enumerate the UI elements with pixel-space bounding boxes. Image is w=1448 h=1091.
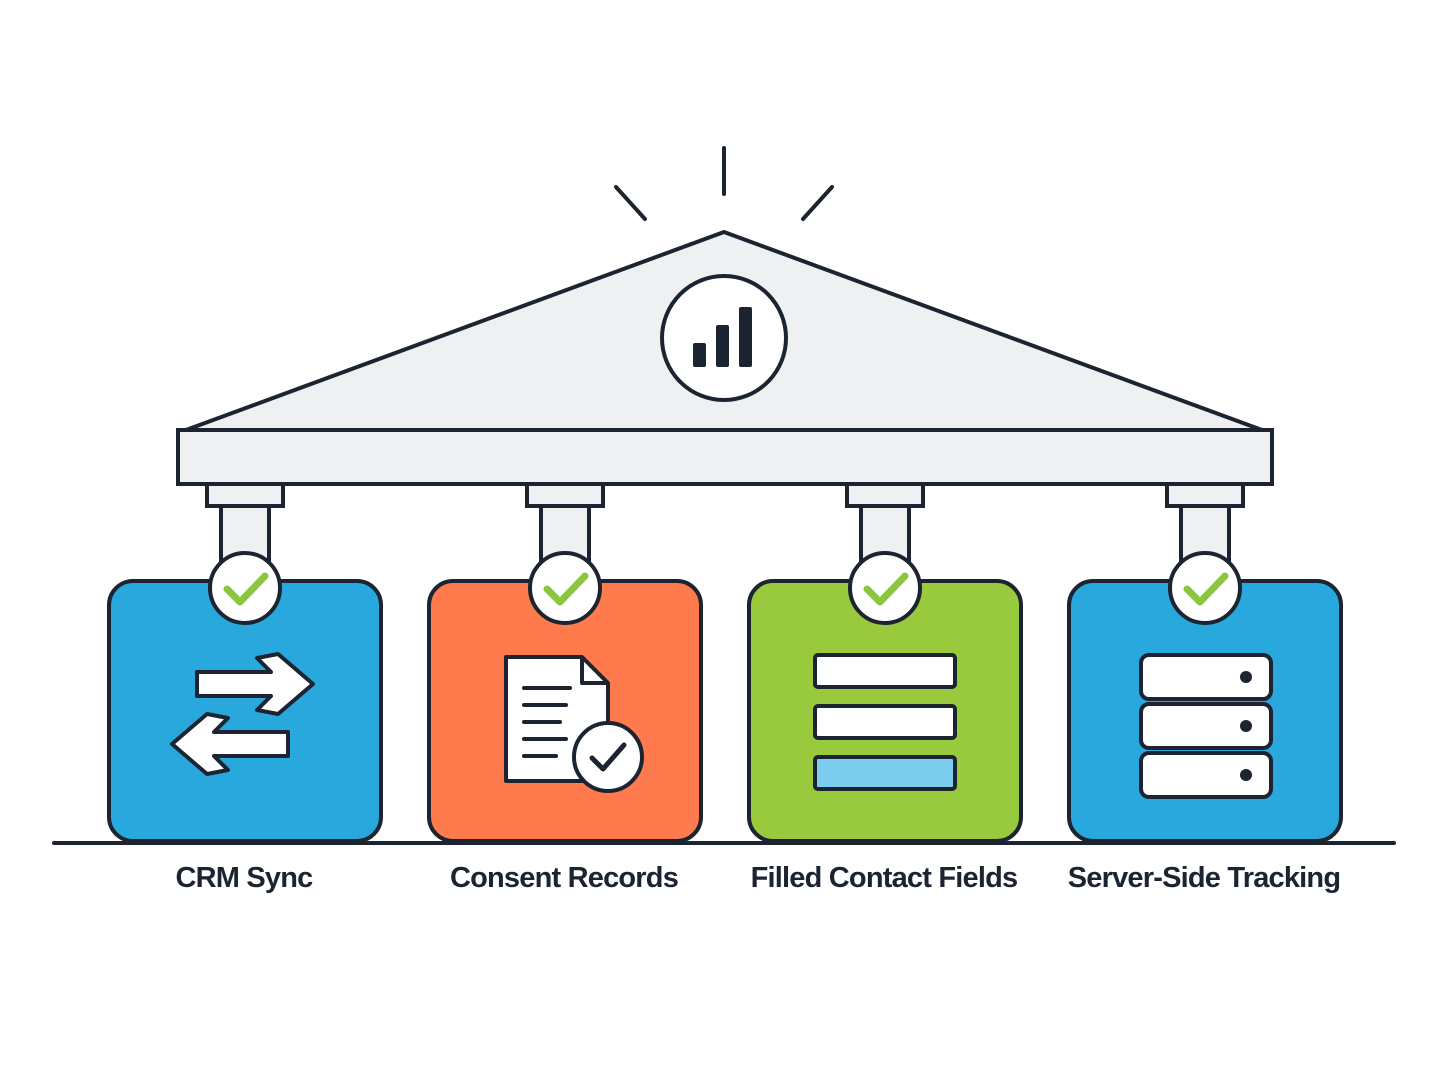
form-fields-icon xyxy=(813,653,957,791)
check-icon xyxy=(223,572,269,606)
server-stack-icon xyxy=(1139,653,1273,799)
pillar-1 xyxy=(427,482,703,843)
sync-arrows-icon xyxy=(170,652,315,776)
pillar-label-crm-sync: CRM Sync xyxy=(175,862,313,894)
pillar-label-server-side-tracking: Server-Side Tracking xyxy=(1067,862,1341,894)
check-icon xyxy=(543,572,589,606)
pillar-capital xyxy=(1165,482,1245,508)
document-check-icon xyxy=(504,655,644,793)
pillar-2 xyxy=(747,482,1023,843)
pillar-label-filled-contact-fields: Filled Contact Fields xyxy=(750,862,1019,894)
pillar-capital xyxy=(205,482,285,508)
pillar-label-consent-records: Consent Records xyxy=(449,862,679,894)
check-badge xyxy=(1168,551,1242,625)
pillar-0 xyxy=(107,482,383,843)
check-badge xyxy=(528,551,602,625)
bar-chart-icon xyxy=(660,274,788,402)
spark-icon xyxy=(614,146,834,221)
pillar-3 xyxy=(1067,482,1343,843)
check-icon xyxy=(863,572,909,606)
check-badge xyxy=(848,551,922,625)
pillar-capital xyxy=(845,482,925,508)
pillar-capital xyxy=(525,482,605,508)
check-badge xyxy=(208,551,282,625)
pillars xyxy=(107,482,1343,843)
check-icon xyxy=(1183,572,1229,606)
